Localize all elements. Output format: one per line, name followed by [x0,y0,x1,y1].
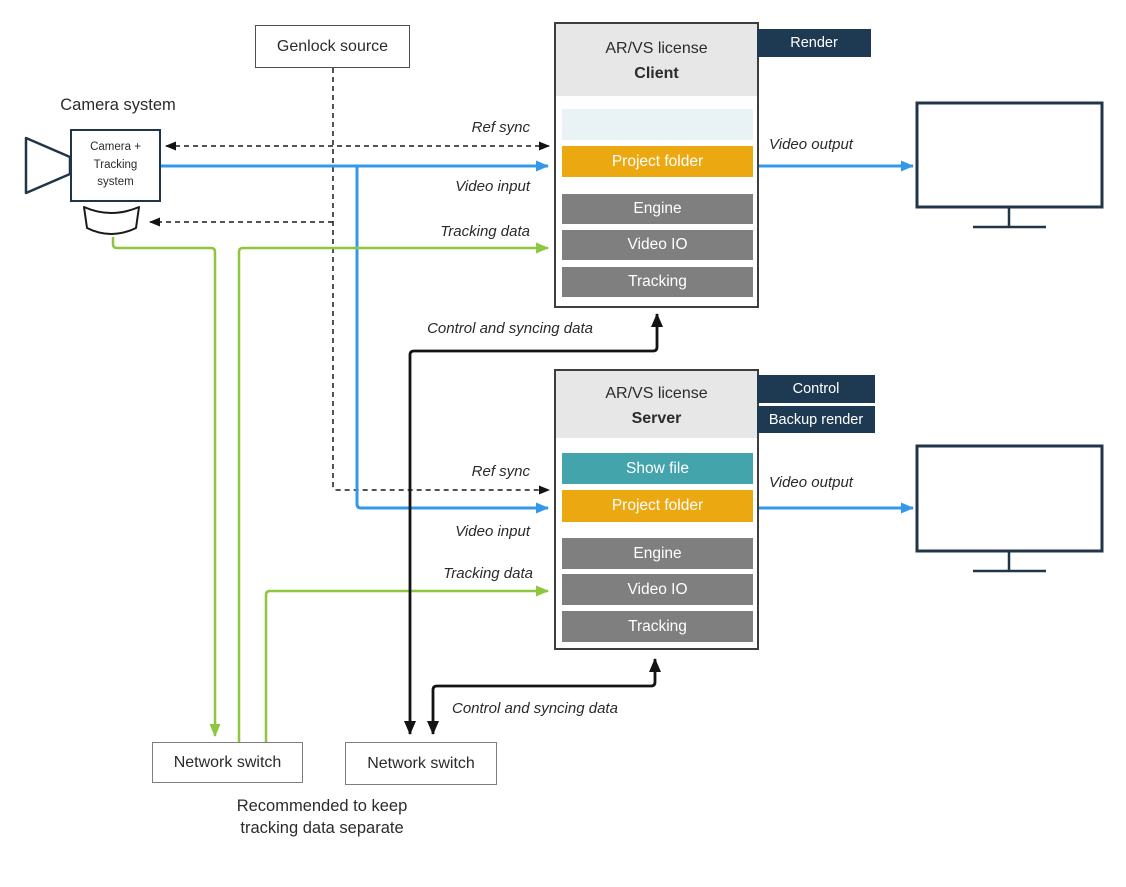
server-module-project-folder: Project folder [562,490,753,522]
client-module-tracking: Tracking [562,267,753,297]
client-box: AR/VS license Client Project folder Engi… [554,22,759,308]
server-module-tracking: Tracking [562,611,753,642]
tracking-data-label-server: Tracking data [443,565,533,582]
video-input-server-line [355,167,549,514]
control-sync-server-line [427,658,661,735]
control-sync-label-client: Control and syncing data [427,320,593,337]
server-module-video-io: Video IO [562,574,753,605]
client-module-engine: Engine [562,194,753,224]
client-module-project-folder: Project folder [562,146,753,177]
camera-system-label: Camera system [60,96,176,114]
camera-lens-icon [24,136,72,195]
camera-body-line1: Camera + [90,140,141,153]
tracking-device-to-switch-line [111,237,221,737]
server-module-show-file: Show file [562,453,753,484]
server-module-engine: Engine [562,538,753,569]
control-tag: Control [757,375,875,403]
video-input-label-client: Video input [455,178,530,195]
monitor-2-screen [915,444,1104,553]
camera-body-line2: Tracking [93,158,138,171]
tracking-note-line1: Recommended to keep [236,797,408,815]
monitor-2-icon [915,444,1104,573]
backup-render-tag: Backup render [757,406,875,433]
client-header: AR/VS license Client [556,24,757,96]
camera-body-box: Camera + Tracking system [70,129,161,202]
tracking-note: Recommended to keep tracking data separa… [222,795,422,840]
client-license-label: AR/VS license [605,40,708,57]
server-license-label: AR/VS license [605,385,708,402]
client-module-video-io: Video IO [562,230,753,260]
network-switch-right-label: Network switch [367,754,475,772]
video-output-label-server: Video output [769,474,853,491]
tracking-note-line2: tracking data separate [240,819,404,838]
network-switch-left-label: Network switch [173,753,282,771]
client-placeholder-row [562,109,753,140]
monitor-2-stand [973,551,1046,573]
network-switch-left: Network switch [152,742,303,783]
monitor-1-icon [915,101,1104,229]
genlock-source-box: Genlock source [255,25,410,68]
server-header: AR/VS license Server [556,371,757,438]
video-output-label-client: Video output [769,136,853,153]
ref-sync-label-client: Ref sync [471,119,530,136]
client-role-label: Client [634,65,679,82]
tracking-data-label-client: Tracking data [440,223,530,240]
server-box: AR/VS license Server Show file Project f… [554,369,759,650]
server-role-label: Server [631,410,682,427]
render-tag: Render [757,29,871,57]
genlock-source-label: Genlock source [276,37,389,55]
tracking-device-icon [83,206,140,235]
monitor-1-screen [915,101,1104,209]
network-switch-right: Network switch [345,742,497,785]
ref-sync-label-server: Ref sync [471,463,530,480]
monitor-1-stand [973,207,1046,229]
camera-body-line3: system [97,176,134,189]
tracking-data-server-line [264,585,549,742]
video-input-label-server: Video input [455,523,530,540]
control-sync-label-server: Control and syncing data [452,700,618,717]
